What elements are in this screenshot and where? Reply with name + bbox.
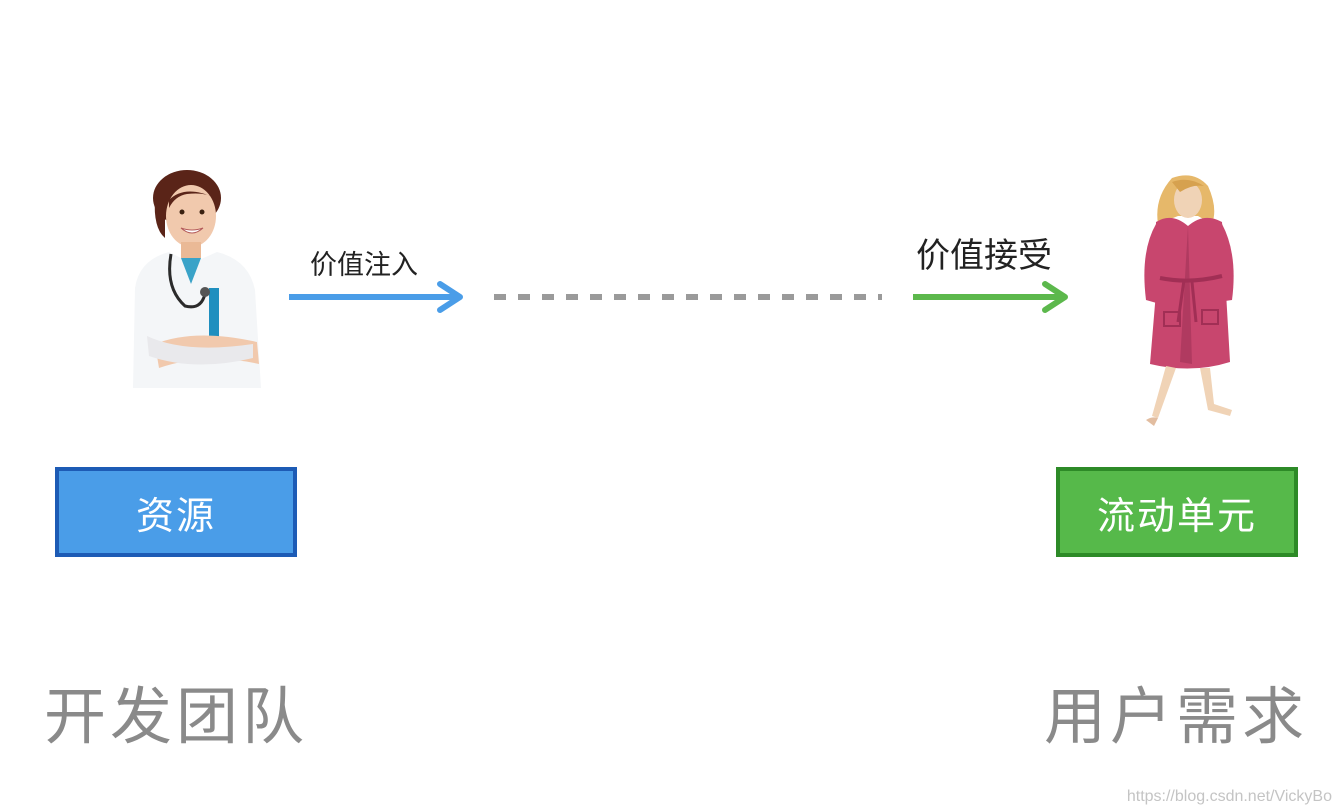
flow-unit-box: 流动单元 (1056, 467, 1298, 557)
doctor-illustration (133, 170, 261, 388)
user-needs-label: 用户需求 (1044, 680, 1309, 753)
value-accept-label: 价值接受 (916, 236, 1052, 276)
resource-box: 资源 (55, 467, 297, 557)
value-accept-arrow (913, 281, 1068, 313)
watermark: https://blog.csdn.net/VickyBo (1126, 788, 1332, 805)
value-inject-arrow (289, 281, 463, 313)
dev-team-label: 开发团队 (44, 680, 309, 753)
woman-in-robe-illustration (1144, 175, 1234, 426)
value-inject-label: 价值注入 (310, 250, 418, 281)
